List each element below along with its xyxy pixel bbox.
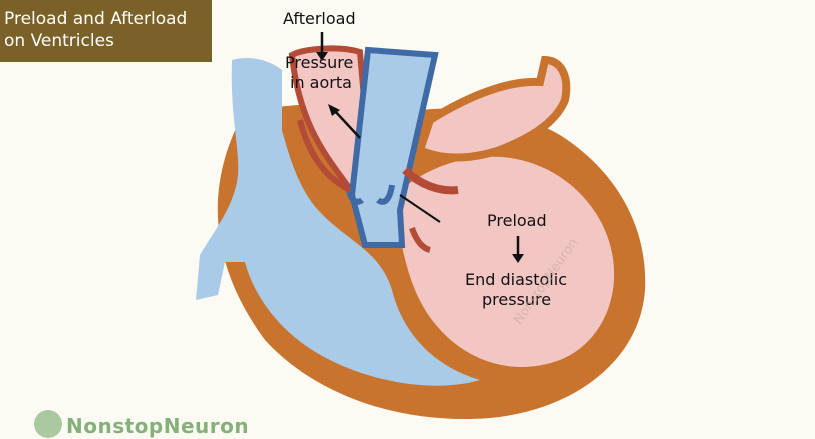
- brand-watermark: NonstopNeuron: [66, 414, 249, 438]
- preload-label: Preload: [487, 211, 547, 230]
- in-aorta-label: in aorta: [290, 73, 352, 92]
- afterload-label: Afterload: [283, 9, 356, 28]
- pressure-label: Pressure: [285, 53, 353, 72]
- brand-logo-icon: [34, 410, 62, 438]
